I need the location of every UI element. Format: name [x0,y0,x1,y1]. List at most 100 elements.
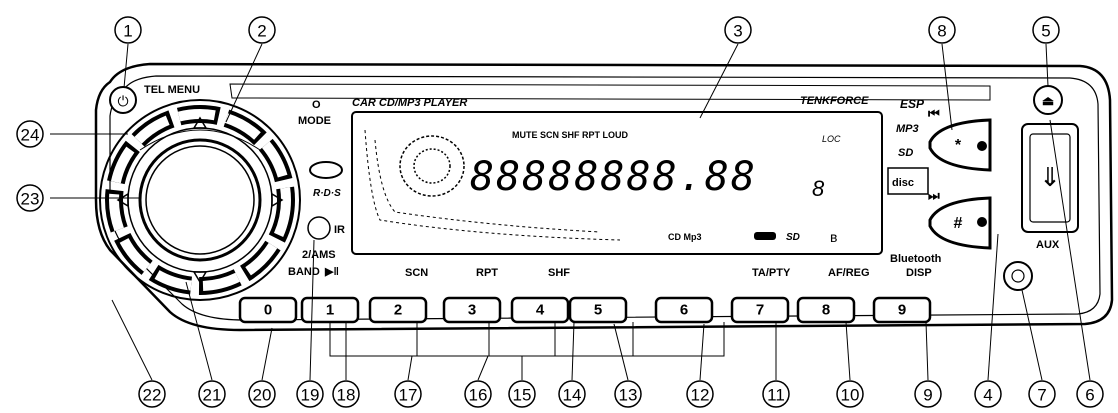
disc-graphic-inner [413,148,451,184]
callout-circle-24 [16,120,44,148]
preset-button-label-2: 2 [394,302,402,319]
aux-jack[interactable] [1003,261,1033,291]
callout-circle-6 [1076,380,1104,408]
usb-icon: ⇓ [1039,162,1061,192]
sound-wave-graphic-2 [374,139,601,233]
preset-button-5[interactable] [568,296,628,324]
callout-circle-18 [332,380,360,408]
knob-arrow-left-icon [116,192,129,208]
preset-button-label-4: 4 [536,302,545,319]
lcd-display [351,111,883,255]
power-icon: ⏻ [117,93,128,109]
cd-logo [309,161,343,179]
callout-number-6: 6 [1085,386,1094,405]
knob-arc-top [139,129,261,151]
callout-circle-20 [248,380,276,408]
label-af-reg: AF/REG [828,267,870,279]
callout-circle-19 [296,380,324,408]
callout-circle-21 [198,380,226,408]
segment-small-digit: 8 [812,176,825,201]
star-button[interactable] [928,118,992,172]
power-button[interactable] [109,86,137,114]
callout-number-1: 1 [123,22,132,41]
hash-button-dot [977,217,987,227]
callout-leaders [50,43,1091,381]
ir-sensor [307,216,331,240]
callout-number-18: 18 [337,386,356,405]
callout-circle-1 [114,16,142,44]
callout-circle-14 [558,380,586,408]
preset-button-6[interactable] [654,296,714,324]
callout-number-10: 10 [841,386,860,405]
preset-button-label-9: 9 [898,302,906,319]
preset-button-0[interactable] [238,296,298,324]
card-indicator-icon [754,232,776,240]
preset-button-9[interactable] [872,296,932,324]
ams-label: 2/AMS [302,249,336,261]
volume-knob-inner [145,145,255,255]
callout-circle-10 [836,380,864,408]
callout-circle-11 [762,380,790,408]
aux-label: AUX [1036,239,1060,251]
next-track-icon: ⏭ [928,188,940,203]
callout-number-11: 11 [767,386,785,405]
callout-number-22: 22 [143,386,162,405]
cd-mp3-indicator: CD Mp3 [668,232,702,242]
usb-port-cover[interactable] [1021,123,1079,233]
bluetooth-logo: Bluetooth [890,253,942,265]
bracket-line [329,322,725,357]
hash-button[interactable] [928,196,992,250]
tel-menu-label: TEL MENU [144,84,200,96]
mode-label: MODE [298,115,331,127]
callout-number-23: 23 [21,190,40,209]
callout-number-5: 5 [1041,22,1050,41]
rds-label: R·D·S [313,188,341,199]
band-label: BAND [288,266,320,278]
callout-number-21: 21 [203,386,222,405]
label-rpt: RPT [476,267,498,279]
hash-button-label: # [954,215,963,232]
callout-number-16: 16 [469,386,488,405]
preset-button-label-3: 3 [468,302,476,319]
knob-arrow-down-icon [192,271,208,284]
callout-number-2: 2 [257,22,266,41]
preset-button-3[interactable] [442,296,502,324]
bluetooth-indicator-icon: ʙ [830,229,837,245]
star-button-label: * [955,137,962,154]
knob-arrow-right-icon [271,192,284,208]
label-scn: SCN [405,267,428,279]
preset-button-8[interactable] [796,296,856,324]
volume-knob[interactable] [138,138,262,262]
callout-circle-16 [464,380,492,408]
disc-logo [887,167,929,195]
mode-symbol: O [312,99,321,111]
callout-number-4: 4 [983,386,992,405]
sd-logo: SD [898,147,913,159]
callout-circle-17 [394,380,422,408]
callout-circle-23 [16,184,44,212]
callout-circle-8 [928,16,956,44]
callout-number-15: 15 [513,386,532,405]
brand-logo: TENKFORCE [800,95,869,107]
preset-button-2[interactable] [368,296,428,324]
segment-digits: 88888888.88 [470,154,757,200]
label-disp: DISP [906,267,932,279]
callout-circle-22 [138,380,166,408]
esp-logo: ESP [900,97,925,111]
callout-number-13: 13 [619,386,638,405]
preset-button-7[interactable] [730,296,790,324]
label-ta-pty: TA/PTY [752,267,791,279]
eject-icon: ⏏ [1042,93,1054,108]
preset-button-4[interactable] [510,296,570,324]
callout-circle-12 [686,380,714,408]
sound-wave-graphic [364,129,621,241]
bracket-ticks [416,322,634,356]
preset-button-label-1: 1 [326,302,334,319]
loc-indicator: LOC [822,134,841,144]
product-label: CAR CD/MP3 PLAYER [352,97,467,109]
preset-button-label-7: 7 [756,302,764,319]
preset-button-label-0: 0 [264,302,272,319]
